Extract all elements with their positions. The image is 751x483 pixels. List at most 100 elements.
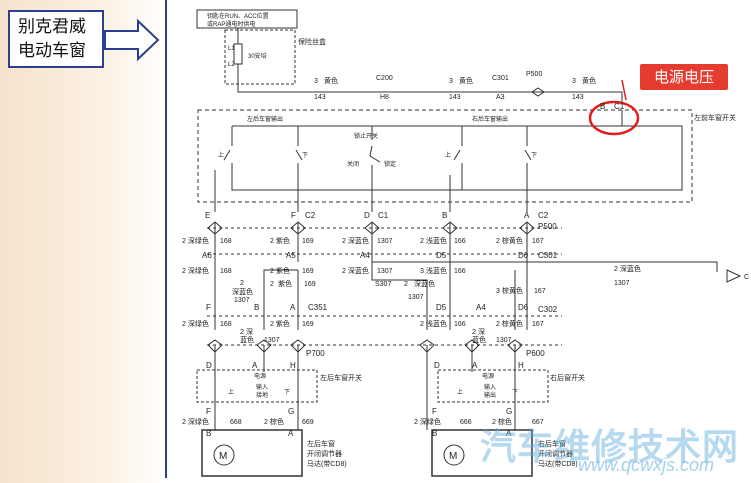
highlight-circle xyxy=(588,100,640,136)
diagram-label: 接地 xyxy=(256,391,268,399)
diagram-label: 上 xyxy=(445,151,451,159)
diagram-label: 输出 xyxy=(484,391,496,399)
diagram-label: 3 xyxy=(449,78,453,85)
watermark-text: 汽车维修技术网 xyxy=(480,427,740,468)
diagram-label: F xyxy=(206,303,211,312)
diagram-label: C1 xyxy=(614,102,625,111)
diagram-label: 锁定 xyxy=(384,160,396,168)
diagram-label: 169 xyxy=(304,281,316,288)
diagram-label: 169 xyxy=(302,268,314,275)
diagram-label: 1307 xyxy=(614,280,630,287)
diagram-label: A xyxy=(506,429,512,438)
diagram-label: 1307 xyxy=(264,337,280,344)
diagram-label: C351 xyxy=(308,303,328,312)
diagram-label: 1307 xyxy=(234,297,250,304)
diagram-label: C302 xyxy=(538,305,558,314)
diagram-label: 3 浅蓝色 xyxy=(420,266,447,275)
diagram-label: 2 紫色 xyxy=(270,266,290,275)
diagram-label: 2 xyxy=(270,281,274,288)
diagram-label: D5 xyxy=(436,303,447,312)
diagram-label: 1307 xyxy=(377,268,393,275)
diagram-label: H8 xyxy=(380,94,389,101)
diagram-label: 2 紫色 xyxy=(270,319,290,328)
diagram-label: 169 xyxy=(302,321,314,328)
diagram-label: 下 xyxy=(302,152,308,159)
diagram-label: 黄色 xyxy=(324,76,338,85)
diagram-label: 右后车窗输出 xyxy=(472,115,508,123)
diagram-label: 左后车窗输出 xyxy=(247,115,283,123)
ignition-note-2: 或RAP通电时供电 xyxy=(207,20,255,28)
diagram-label: B xyxy=(206,429,211,438)
diagram-label: 马达(带CD8) xyxy=(307,459,347,468)
diagram-label: 143 xyxy=(572,94,584,101)
diagram-label: 上 xyxy=(218,151,224,159)
diagram-label: C xyxy=(744,274,749,281)
diagram-label: 2 深蓝色 xyxy=(342,266,369,275)
diagram-label: 2 棕色 xyxy=(492,417,512,426)
diagram-label: E xyxy=(205,211,210,220)
fuse-box xyxy=(224,29,296,85)
diagram-label: B xyxy=(600,102,605,111)
callout-line-2: 电动车窗 xyxy=(18,41,86,61)
diagram-label: G xyxy=(288,407,294,416)
diagram-label: 电源 xyxy=(482,372,494,380)
diagram-label: 输入 xyxy=(256,383,268,391)
diagram-label: 167 xyxy=(534,288,546,295)
right-motor-icon xyxy=(443,444,465,466)
diagram-label: 右后车窗 xyxy=(538,439,566,448)
watermark-url: www.qcwxjs.com xyxy=(578,455,715,475)
diagram-label: 马达(带CD8) xyxy=(538,459,578,468)
diagram-label: G xyxy=(506,407,512,416)
diagram-label: 143 xyxy=(449,94,461,101)
diagram-label: 蓝色 xyxy=(240,335,254,344)
diagram-label: 深蓝色 xyxy=(414,279,435,288)
diagram-label: A xyxy=(524,211,530,220)
diagram-label: A xyxy=(288,429,294,438)
diagram-label: A xyxy=(252,361,258,370)
callout-arrow-icon xyxy=(104,18,160,62)
right-motor-symbol: M xyxy=(449,451,457,462)
left-motor-symbol: M xyxy=(219,451,227,462)
diagram-label: 深 xyxy=(246,327,253,336)
diagram-label: 669 xyxy=(302,419,314,426)
diagram-label: F xyxy=(291,211,296,220)
diagram-label: 2 深蓝色 xyxy=(614,264,641,273)
diagram-label: A xyxy=(472,361,478,370)
left-motor-box xyxy=(201,429,303,477)
diagram-label: 667 xyxy=(532,419,544,426)
diagram-label: C301 xyxy=(492,75,509,82)
diagram-label: 输入 xyxy=(484,383,496,391)
supply-voltage-badge: 电源电压 xyxy=(640,64,728,90)
diagram-label: A6 xyxy=(202,251,212,260)
diagram-label: 2 xyxy=(472,329,476,336)
diagram-label: B xyxy=(442,211,447,220)
diagram-label: 左后车窗 xyxy=(307,439,335,448)
diagram-label: 右后窗开关 xyxy=(550,373,585,382)
diagram-label: D5 xyxy=(436,251,447,260)
diagram-label: F xyxy=(206,407,211,416)
diagram-label: 2 浅蓝色 xyxy=(420,236,447,245)
diagram-label: 开闭调节器 xyxy=(307,449,342,458)
diagram-label: 2 紫色 xyxy=(270,236,290,245)
diagram-label: 2 深绿色 xyxy=(182,266,209,275)
diagram-label: C2 xyxy=(538,211,549,220)
diagram-label: 黄色 xyxy=(582,76,596,85)
diagram-label: 左前车窗开关 xyxy=(694,113,736,122)
diagram-label: A4 xyxy=(476,303,486,312)
diagram-label: 紫色 xyxy=(278,279,292,288)
diagram-label: D xyxy=(434,361,440,370)
diagram-label: C200 xyxy=(376,75,393,82)
diagram-label: 锁止开关 xyxy=(354,132,378,140)
diagram-label: 668 xyxy=(230,419,242,426)
diagram-label: 2 深蓝色 xyxy=(342,236,369,245)
diagram-label: 2 xyxy=(240,329,244,336)
diagram-label: 666 xyxy=(460,419,472,426)
left-rear-switch-box xyxy=(196,369,318,403)
diagram-label: 2 棕黄色 xyxy=(496,319,523,328)
diagram-label: 1307 xyxy=(377,238,393,245)
diagram-label: 166 xyxy=(454,238,466,245)
diagram-label: 黄色 xyxy=(459,76,473,85)
callout-line-1: 别克君威 xyxy=(18,17,86,37)
diagram-label: 下 xyxy=(531,152,537,159)
diagram-label: H xyxy=(290,361,296,370)
